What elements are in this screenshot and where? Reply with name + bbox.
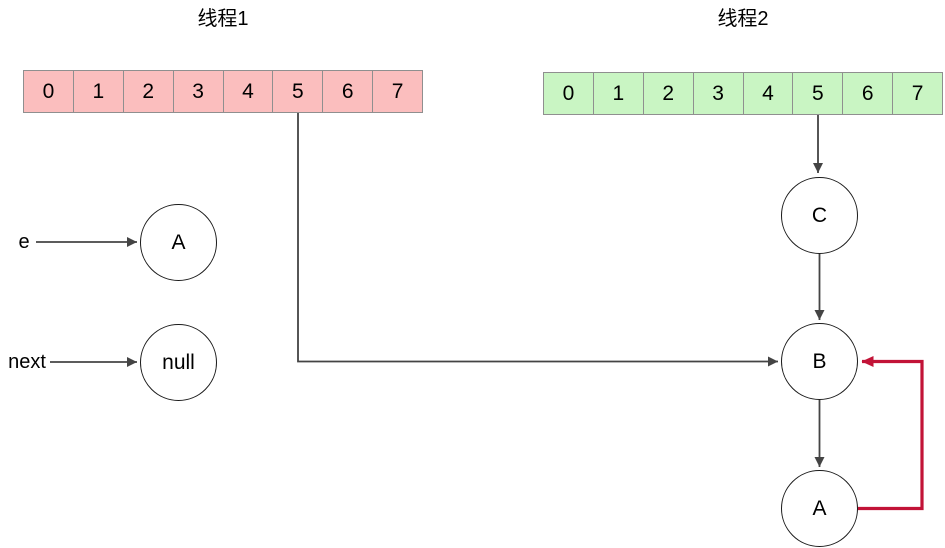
thread2-bucket-5: 5	[793, 73, 843, 114]
thread1-bucket-3: 3	[173, 71, 223, 112]
thread2-bucket-6: 6	[843, 73, 893, 114]
thread1-bucket-1: 1	[73, 71, 123, 112]
thread1-bucket-7: 7	[373, 71, 422, 112]
thread2-node-a: A	[781, 470, 858, 547]
thread1-bucket-5: 5	[273, 71, 323, 112]
thread2-bucket-2: 2	[643, 73, 693, 114]
thread2-bucket-4: 4	[743, 73, 793, 114]
thread1-title: 线程1	[197, 8, 249, 30]
a-to-b-cycle-arrow	[858, 356, 924, 511]
pointer-e-label: e	[18, 231, 30, 253]
thread1-bucket5-to-b-arrow	[297, 112, 778, 367]
thread2-bucket-1: 1	[593, 73, 643, 114]
thread1-bucket-4: 4	[223, 71, 273, 112]
thread1-bucket-0: 0	[24, 71, 73, 112]
pointer-next-label: next	[8, 351, 46, 373]
thread2-title: 线程2	[717, 8, 769, 30]
thread1-bucket-2: 2	[123, 71, 173, 112]
thread1-node-a: A	[140, 204, 217, 281]
thread2-bucket-array: 0 1 2 3 4 5 6 7	[543, 72, 943, 115]
thread1-node-null: null	[140, 324, 217, 401]
thread2-bucket-3: 3	[693, 73, 743, 114]
thread2-bucket-0: 0	[544, 73, 593, 114]
thread1-bucket-6: 6	[323, 71, 373, 112]
thread2-node-b: B	[781, 323, 858, 400]
thread1-bucket-array: 0 1 2 3 4 5 6 7	[23, 70, 423, 113]
thread2-node-c: C	[781, 177, 858, 254]
thread2-bucket-7: 7	[893, 73, 942, 114]
